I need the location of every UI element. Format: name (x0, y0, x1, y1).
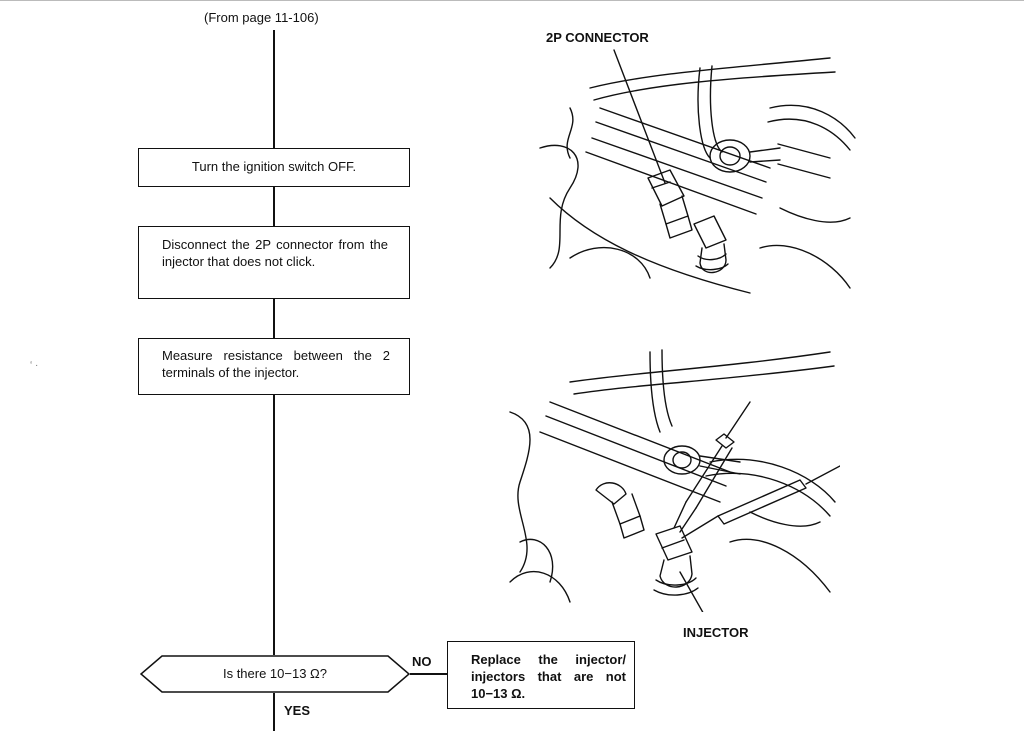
step-ignition-off-text: Turn the ignition switch OFF. (191, 159, 357, 174)
no-label: NO (412, 654, 432, 669)
step-measure-resistance: Measure resistance between the 2 termina… (138, 338, 410, 395)
yes-label: YES (284, 703, 311, 718)
decision-hexagon-shape (140, 655, 410, 693)
step-disconnect-connector-text: Disconnect the 2P connector from the inj… (162, 237, 388, 269)
engine-connector-illustration (539, 49, 856, 294)
step-ignition-off: Turn the ignition switch OFF. (138, 148, 410, 187)
decision-question: Is there 10−13 Ω? (222, 666, 328, 681)
decision-resistance-check: Is there 10−13 Ω? (140, 655, 410, 693)
step-disconnect-connector: Disconnect the 2P connector from the inj… (138, 226, 410, 299)
page-top-rule (0, 0, 1024, 1)
step-measure-resistance-text: Measure resistance between the 2 termina… (162, 348, 390, 380)
from-page-text: (From page 11-106) (204, 10, 319, 25)
page-speck: ‘ · (30, 360, 39, 371)
flow-line-no (410, 673, 448, 675)
flow-line-4 (273, 394, 275, 655)
flow-line-2 (273, 186, 275, 226)
flow-line-yes (273, 693, 275, 731)
2p-connector-label: 2P CONNECTOR (546, 30, 649, 45)
flow-line-3 (273, 298, 275, 338)
flow-line-top (273, 30, 275, 148)
replace-injector-action-text: Replace the injector/ injectors that are… (471, 652, 626, 701)
injector-measurement-illustration (509, 349, 840, 612)
replace-injector-action: Replace the injector/ injectors that are… (447, 641, 635, 709)
injector-label: INJECTOR (683, 625, 749, 640)
